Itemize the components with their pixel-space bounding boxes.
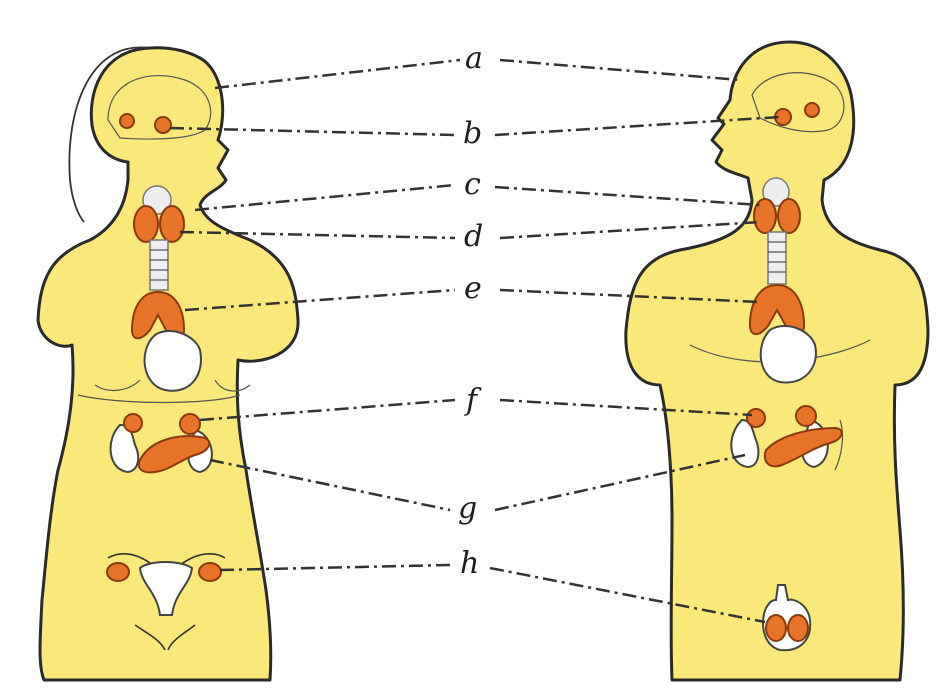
female-figure [38,47,298,680]
male-pineal-gland [805,103,819,117]
label-c: c [464,167,481,202]
male-figure [626,42,928,680]
female-right-ovary [199,563,221,581]
female-left-adrenal [124,414,142,432]
labels: a b c d e f g h [458,41,483,581]
female-pituitary-gland [155,117,171,133]
label-h: h [460,546,479,581]
label-b: b [463,116,482,151]
label-a: a [465,41,483,76]
female-left-ovary [107,563,129,581]
leader-a-right [500,60,740,80]
label-f: f [464,383,482,418]
male-left-testis [766,615,786,641]
male-right-adrenal [796,406,816,426]
male-thyroid-right [778,199,800,233]
male-left-adrenal [747,409,765,427]
female-pineal-gland [120,114,134,128]
leader-a-left [215,60,460,88]
label-g: g [458,491,477,526]
male-trachea [768,232,786,284]
leader-d-right [500,222,760,238]
leader-c-right [495,187,760,205]
female-trachea [150,240,168,290]
male-right-testis [788,615,808,641]
female-thyroid-left [134,206,158,242]
male-heart [761,326,816,383]
female-thyroid-right [160,206,184,242]
label-d: d [464,219,483,254]
female-heart [145,331,201,391]
label-e: e [464,271,482,306]
leader-c-left [195,185,455,210]
female-right-adrenal [180,414,200,434]
